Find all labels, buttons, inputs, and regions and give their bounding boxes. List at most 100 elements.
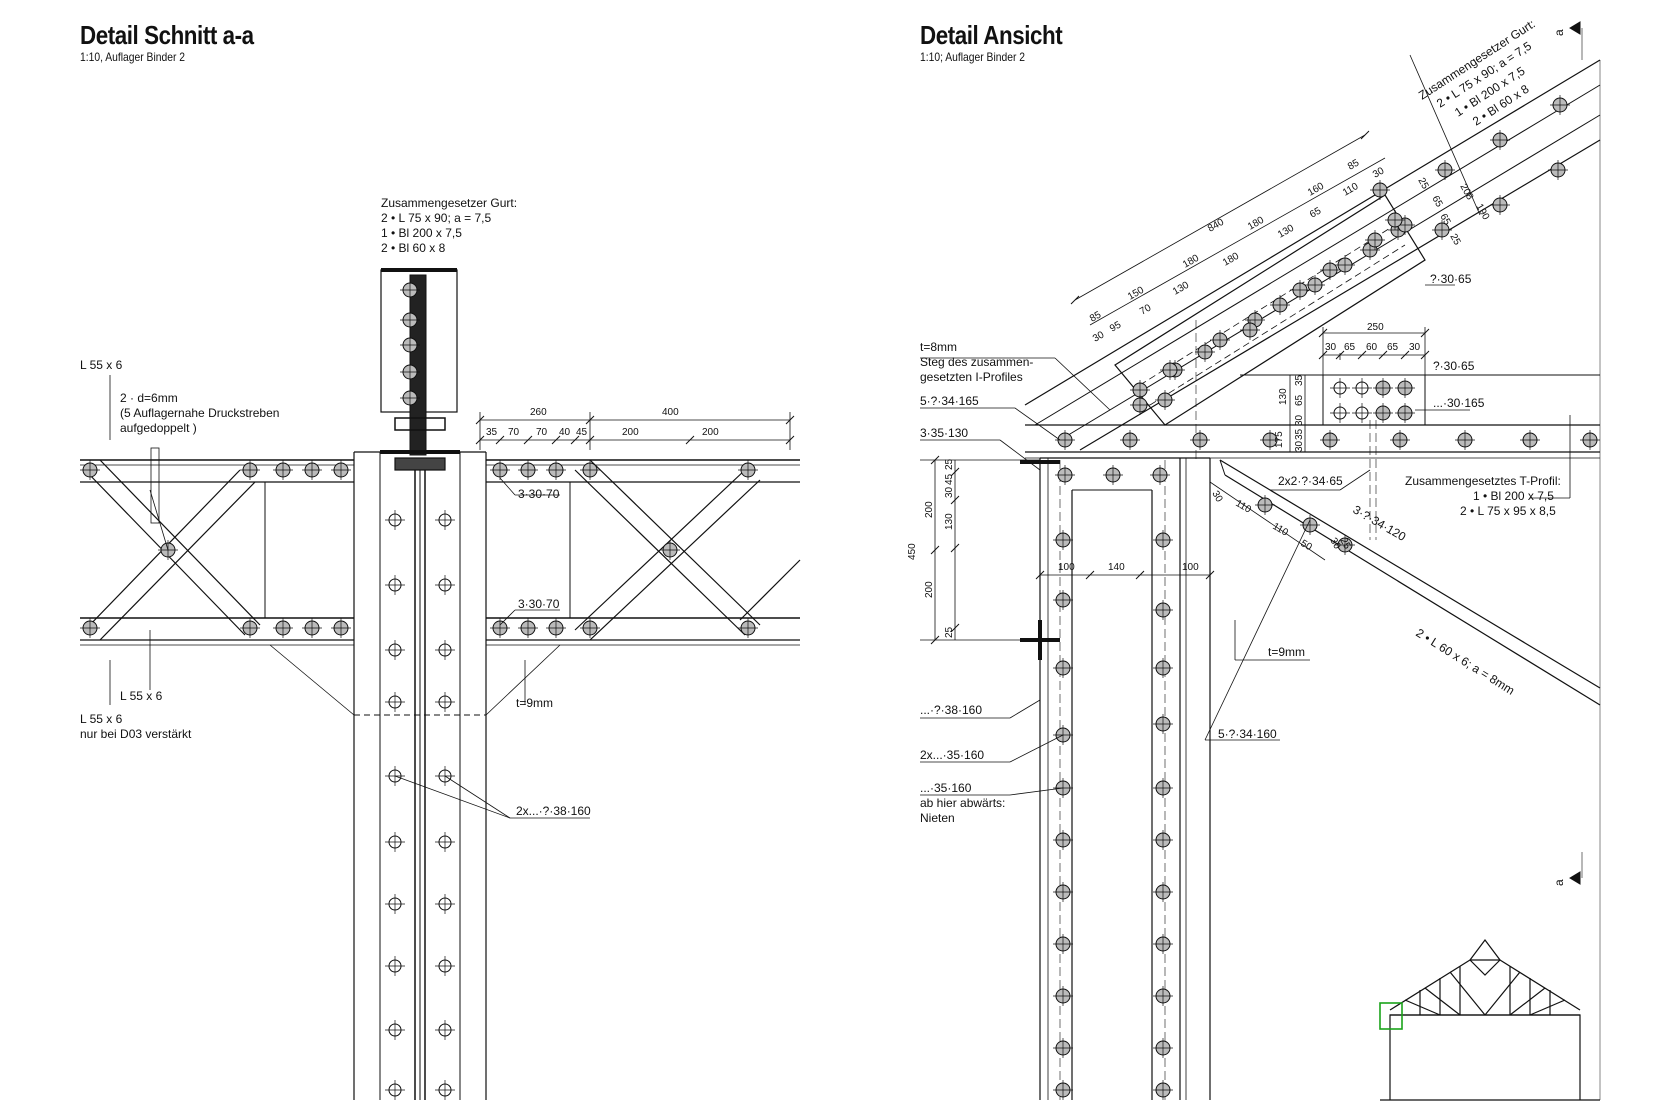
- svg-text:840: 840: [1206, 217, 1226, 235]
- svg-text:180: 180: [1181, 253, 1201, 271]
- svg-text:140: 140: [1108, 562, 1125, 573]
- left-dim-260: 260: [530, 407, 547, 418]
- svg-text:130: 130: [1171, 280, 1191, 298]
- svg-text:65: 65: [1294, 394, 1305, 406]
- left-t9: t=9mm: [516, 696, 553, 710]
- right-rivet-2: 3·35·130: [920, 426, 968, 440]
- svg-text:65: 65: [1387, 342, 1399, 353]
- left-subtitle: 1:10, Auflager Binder 2: [80, 50, 186, 64]
- left-dim-35: 35: [486, 427, 498, 438]
- svg-text:30: 30: [1294, 440, 1305, 452]
- svg-text:30: 30: [1371, 165, 1387, 180]
- left-rivet-bottom: 3·30·70: [518, 597, 560, 611]
- left-dim-45: 45: [576, 427, 588, 438]
- left-dim-40: 40: [559, 427, 571, 438]
- right-rivet-11-2: ab hier abwärts:: [920, 796, 1005, 810]
- svg-text:450: 450: [907, 543, 918, 560]
- right-diag-dims: 30 110 110 50 30 25: [1209, 489, 1352, 553]
- right-rivet-3: ?·30·65: [1430, 272, 1472, 286]
- right-tprofil-2: 1 • Bl 200 x 7,5: [1473, 489, 1554, 503]
- left-druck-1: 2 · d=6mm: [120, 391, 178, 405]
- right-t8-3: gesetzten I-Profiles: [920, 370, 1023, 384]
- right-diag-label: 2 • L 60 x 6; a = 8mm: [1413, 626, 1517, 698]
- svg-text:85: 85: [1088, 309, 1104, 324]
- svg-text:25: 25: [1447, 232, 1462, 248]
- svg-text:45: 45: [944, 473, 955, 485]
- left-dim-70b: 70: [536, 427, 548, 438]
- right-plate-bolts: [1329, 377, 1416, 424]
- svg-text:30: 30: [944, 486, 955, 498]
- svg-text:25: 25: [944, 626, 955, 638]
- key-plan: [1379, 939, 1600, 1101]
- svg-text:30: 30: [1325, 342, 1337, 353]
- right-rivet-10: 2x...·35·160: [920, 748, 984, 762]
- svg-text:100: 100: [1182, 562, 1199, 573]
- svg-text:30: 30: [1091, 329, 1107, 344]
- left-dim-200a: 200: [622, 427, 639, 438]
- right-section-mark-bottom: a: [1552, 879, 1566, 886]
- svg-text:30: 30: [1327, 536, 1342, 552]
- svg-text:65: 65: [1437, 212, 1452, 228]
- svg-text:130: 130: [1276, 223, 1296, 241]
- left-title: Detail Schnitt a-a: [80, 20, 254, 50]
- right-chord-dims: 85 150 180 180 840 160 85 30 95 70 130 1…: [1088, 157, 1387, 344]
- svg-text:100: 100: [1058, 562, 1075, 573]
- right-column-bolts: [1052, 494, 1356, 1101]
- svg-text:50: 50: [1299, 538, 1315, 553]
- right-rivet-11-1: ...·35·160: [920, 781, 972, 795]
- svg-text:130: 130: [1278, 388, 1289, 405]
- svg-text:25: 25: [1415, 176, 1430, 192]
- svg-text:35: 35: [1294, 428, 1305, 440]
- left-gurt-line-2: 2 • L 75 x 90; a = 7,5: [381, 211, 491, 225]
- right-section-mark-top: a: [1552, 29, 1566, 36]
- left-l55-bottom: L 55 x 6: [120, 689, 163, 703]
- svg-text:175: 175: [1274, 431, 1285, 448]
- svg-text:95: 95: [1108, 319, 1124, 334]
- right-tprofil-1: Zusammengesetztes T-Profil:: [1405, 474, 1561, 488]
- left-gurt-line-4: 2 • Bl 60 x 8: [381, 241, 446, 255]
- right-elevation-drawing: [1020, 21, 1601, 1100]
- right-rivet-11-3: Nieten: [920, 811, 955, 825]
- left-leaders: [109, 375, 791, 819]
- key-plan-highlight: [1379, 1002, 1403, 1030]
- right-column-dims: 25 45 30 200 130 450 200 25 100 140 100: [907, 458, 1199, 638]
- svg-text:250: 250: [1367, 322, 1384, 333]
- svg-text:85: 85: [1346, 157, 1362, 172]
- left-rivet-top: 3·30·70: [518, 487, 560, 501]
- left-dim-400: 400: [662, 407, 679, 418]
- right-rivet-6: 2x2·?·34·65: [1278, 474, 1343, 488]
- right-rivet-4: ?·30·65: [1433, 359, 1475, 373]
- svg-text:35: 35: [1294, 374, 1305, 386]
- right-t8-2: Steg des zusammen-: [920, 355, 1033, 369]
- svg-text:110: 110: [1271, 521, 1291, 539]
- svg-text:180: 180: [1221, 251, 1241, 269]
- left-druck-3: aufgedoppelt ): [120, 421, 197, 435]
- right-leaders: [920, 54, 1571, 796]
- svg-text:65: 65: [1344, 342, 1356, 353]
- svg-text:70: 70: [1138, 302, 1154, 317]
- svg-text:150: 150: [1126, 285, 1146, 303]
- svg-text:65: 65: [1308, 205, 1324, 220]
- left-dim-200b: 200: [702, 427, 719, 438]
- svg-text:25: 25: [944, 458, 955, 470]
- svg-text:190: 190: [1473, 202, 1491, 222]
- left-gurt-line-1: Zusammengesetzer Gurt:: [381, 196, 517, 210]
- svg-text:60: 60: [1366, 342, 1378, 353]
- svg-text:30: 30: [1209, 489, 1224, 505]
- right-rivet-7: 3·?·34·120: [1351, 502, 1409, 544]
- right-rivet-8: 5·?·34·160: [1218, 727, 1277, 741]
- right-plate-dims: 250 30 65 60 65 30 35 65 130 30 35 30 17…: [1274, 322, 1421, 452]
- left-dim-70a: 70: [508, 427, 520, 438]
- svg-text:160: 160: [1306, 181, 1326, 199]
- svg-text:30: 30: [1409, 342, 1421, 353]
- left-druck-2: (5 Auflagernahe Druckstreben: [120, 406, 279, 420]
- left-l55-note-1: L 55 x 6: [80, 712, 123, 726]
- svg-text:110: 110: [1234, 498, 1254, 516]
- left-rivet-col: 2x...·?·38·160: [516, 804, 591, 818]
- right-t9: t=9mm: [1268, 645, 1305, 659]
- svg-text:65: 65: [1429, 194, 1444, 210]
- left-gurt-line-3: 1 • Bl 200 x 7,5: [381, 226, 462, 240]
- right-title: Detail Ansicht: [920, 20, 1063, 50]
